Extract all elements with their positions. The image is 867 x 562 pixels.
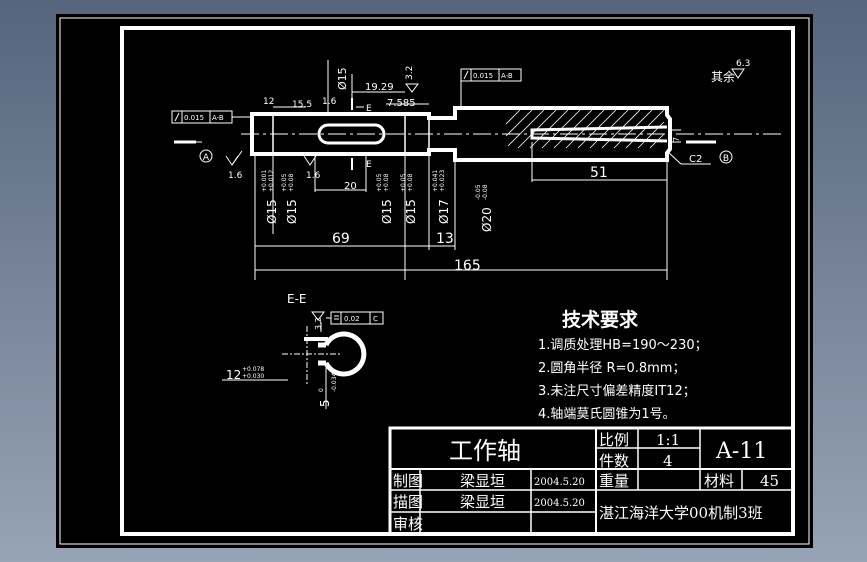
- qty-label: 件数: [599, 452, 629, 470]
- rough-1-6-a: 1.6: [228, 171, 243, 181]
- requirements-title: 技术要求: [562, 308, 639, 331]
- technical-requirements: 技术要求 1.调质处理HB=190～230； 2.圆角半径 R=0.8mm； 3…: [538, 308, 708, 422]
- svg-text:Ø15: Ø15: [265, 199, 279, 224]
- svg-text:+0.08: +0.08: [383, 173, 390, 192]
- material-label: 材料: [704, 472, 734, 490]
- requirement-4: 4.轴端莫氏圆锥为1号。: [538, 407, 676, 422]
- traced-date: 2004.5.20: [534, 498, 585, 509]
- dim-7-585: 7.585: [387, 98, 416, 109]
- dim-51: 51: [590, 165, 608, 181]
- traced-name: 梁显垣: [460, 493, 505, 511]
- svg-text:+0.05: +0.05: [376, 173, 383, 192]
- organization: 湛江海洋大学00机制3班: [599, 504, 763, 522]
- svg-text:0.015: 0.015: [184, 114, 204, 122]
- svg-text:其余: 其余: [711, 69, 735, 84]
- svg-text:0.015: 0.015: [473, 72, 493, 80]
- svg-text:0.02: 0.02: [344, 315, 360, 323]
- svg-text:+0.078: +0.078: [242, 366, 264, 373]
- dim-15-5: 15.5: [292, 100, 312, 110]
- section-mark-bottom: E: [366, 160, 372, 170]
- keyway-slot: [317, 123, 386, 145]
- requirement-2: 2.圆角半径 R=0.8mm；: [538, 361, 685, 376]
- dim-1-6-top: 1.6: [322, 97, 337, 107]
- dim-165: 165: [454, 258, 481, 274]
- svg-text:+0.023: +0.023: [439, 170, 446, 192]
- svg-text:+0.08: +0.08: [288, 173, 295, 192]
- section-ring: [323, 331, 367, 377]
- review-label: 审核: [393, 515, 423, 533]
- svg-text:A-B: A-B: [212, 114, 224, 122]
- svg-text:Ø17: Ø17: [437, 199, 451, 224]
- drawing-number: A-11: [715, 439, 767, 464]
- shaft-view: E E A B 0.015 A-B 0.015 A-B: [171, 60, 781, 280]
- svg-text:6.3: 6.3: [736, 59, 750, 69]
- drawn-name: 梁显垣: [460, 472, 505, 490]
- material-value: 45: [760, 472, 779, 490]
- part-name: 工作轴: [449, 437, 521, 465]
- svg-text:Ø15: Ø15: [380, 199, 394, 224]
- remaining-finish: 其余 6.3: [711, 59, 750, 84]
- svg-text:-0.05: -0.05: [475, 184, 482, 200]
- svg-text:0: 0: [318, 388, 325, 392]
- weight-label: 重量: [599, 472, 629, 490]
- dim-13: 13: [436, 231, 454, 247]
- section-e-e: E-E 3.2 0.02 C 12 +0.078 +0.030 5 0 -0.0…: [222, 292, 384, 409]
- traced-label: 描图: [393, 493, 423, 511]
- requirement-1: 1.调质处理HB=190～230；: [538, 338, 708, 353]
- dim-20: 20: [344, 181, 357, 192]
- svg-text:+0.001: +0.001: [261, 170, 268, 192]
- svg-text:+0.012: +0.012: [268, 170, 275, 192]
- svg-text:+0.05: +0.05: [281, 173, 288, 192]
- dim-c2: C2: [689, 154, 702, 165]
- svg-text:A-B: A-B: [501, 72, 513, 80]
- section-hatch: [505, 109, 665, 149]
- drawn-label: 制图: [393, 472, 423, 490]
- svg-text:+0.041: +0.041: [432, 170, 439, 192]
- svg-text:Ø15: Ø15: [285, 199, 299, 224]
- datum-b: B: [723, 154, 729, 164]
- scale-value: 1:1: [656, 431, 680, 449]
- diameter-dims: Ø15 +0.001 +0.012 Ø15 +0.05 +0.08 Ø15 +0…: [254, 154, 668, 280]
- rough-1-6-b: 1.6: [306, 171, 321, 181]
- fcf-left: 0.015 A-B: [171, 110, 252, 124]
- dim-7: 7: [672, 137, 681, 142]
- requirement-3: 3.未注尺寸偏差精度IT12；: [538, 383, 696, 399]
- section-title: E-E: [287, 292, 307, 306]
- title-block: 工作轴 比例 1:1 件数 4 A-11 重量 材料 45 制图 梁显垣 200…: [388, 426, 795, 536]
- section-rough: 3.2: [314, 317, 323, 330]
- svg-text:-0.08: -0.08: [482, 184, 489, 200]
- fcf-right: 0.015 A-B: [460, 68, 522, 108]
- svg-text:+0.05: +0.05: [400, 173, 407, 192]
- dim-dia15-top: Ø15: [336, 67, 349, 90]
- section-mark-top: E: [366, 104, 372, 114]
- svg-text:+0.08: +0.08: [407, 173, 414, 192]
- svg-text:C: C: [373, 315, 378, 323]
- section-dim-12: 12: [226, 368, 241, 382]
- svg-text:Ø20: Ø20: [480, 207, 494, 232]
- drawn-date: 2004.5.20: [534, 477, 585, 488]
- shaft-outline: [250, 106, 672, 162]
- section-dim-5: 5: [318, 399, 332, 407]
- dim-12: 12: [263, 97, 274, 107]
- qty-value: 4: [663, 452, 673, 470]
- svg-text:-0.034: -0.034: [331, 372, 338, 392]
- rough-3-2: 3.2: [405, 66, 415, 80]
- scale-label: 比例: [599, 431, 629, 449]
- outer-frame: [59, 17, 810, 545]
- dim-19-29: 19.29: [365, 82, 394, 93]
- svg-text:+0.030: +0.030: [242, 373, 264, 380]
- svg-text:Ø15: Ø15: [404, 199, 418, 224]
- dim-69: 69: [332, 231, 350, 247]
- datum-a: A: [203, 153, 210, 163]
- cad-viewport[interactable]: E E A B 0.015 A-B 0.015 A-B: [56, 14, 813, 548]
- engineering-drawing: E E A B 0.015 A-B 0.015 A-B: [59, 17, 810, 545]
